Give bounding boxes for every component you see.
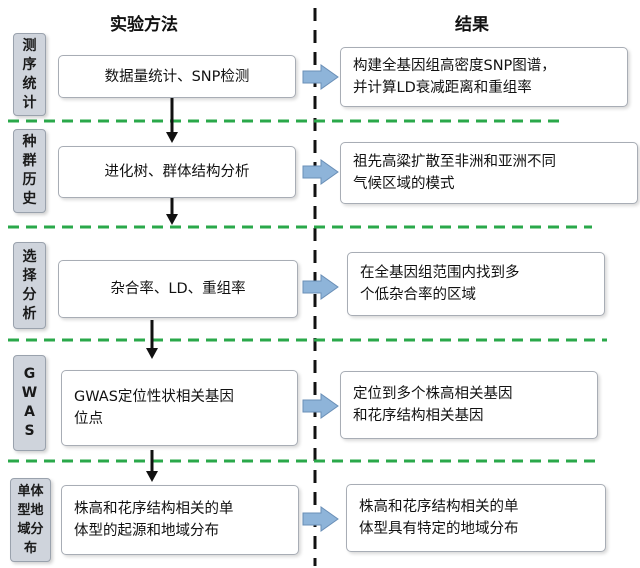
right-arrow-3 bbox=[302, 274, 339, 300]
down-arrow-1 bbox=[166, 98, 178, 143]
label-char: 型地 bbox=[17, 503, 44, 518]
result-text-line: 在全基因组范围内找到多 bbox=[360, 265, 520, 281]
label-char: 布 bbox=[23, 541, 37, 556]
result-text-line: 构建全基因组高密度SNP图谱， bbox=[353, 58, 556, 74]
result-text-line: 祖先高粱扩散至非洲和亚洲不同 bbox=[353, 154, 556, 170]
result-text-line: 和花序结构相关基因 bbox=[353, 408, 484, 424]
method-box-gwas: GWAS定位性状相关基因 位点 bbox=[61, 370, 298, 446]
right-arrow-5 bbox=[302, 506, 339, 532]
label-char: 析 bbox=[22, 305, 37, 322]
method-box-selection-analysis: 杂合率、LD、重组率 bbox=[58, 260, 298, 318]
method-text: 杂合率、LD、重组率 bbox=[110, 281, 246, 297]
method-text-line: GWAS定位性状相关基因 bbox=[74, 389, 234, 405]
row-label-haplotype-distribution: 单体 型地 域分 布 bbox=[10, 478, 51, 562]
result-text-line: 定位到多个株高相关基因 bbox=[353, 386, 513, 402]
result-text-line: 个低杂合率的区域 bbox=[360, 287, 476, 303]
row-label-gwas: G W A S bbox=[13, 355, 46, 451]
label-char: A bbox=[24, 404, 35, 420]
label-char: 分 bbox=[22, 286, 37, 303]
method-box-haplotype-distribution: 株高和花序结构相关的单 体型的起源和地域分布 bbox=[61, 485, 299, 555]
label-char: 测 bbox=[22, 37, 37, 54]
down-arrow-4 bbox=[146, 450, 158, 482]
label-char: W bbox=[21, 385, 38, 401]
label-char: G bbox=[23, 366, 36, 382]
result-text-line: 并计算LD衰减距离和重组率 bbox=[353, 80, 532, 96]
label-char: 序 bbox=[22, 56, 37, 73]
result-text-line: 株高和花序结构相关的单 bbox=[359, 499, 519, 515]
label-char: 择 bbox=[22, 267, 37, 284]
method-column-header: 实验方法 bbox=[110, 15, 178, 35]
label-char: 计 bbox=[22, 94, 37, 111]
label-char: 群 bbox=[22, 153, 37, 169]
label-char: 单体 bbox=[17, 484, 44, 499]
result-box-haplotype-distribution: 株高和花序结构相关的单 体型具有特定的地域分布 bbox=[346, 484, 606, 552]
label-char: 域分 bbox=[17, 522, 44, 537]
label-char: 种 bbox=[22, 134, 37, 150]
label-char: 统 bbox=[22, 75, 37, 92]
result-box-gwas: 定位到多个株高相关基因 和花序结构相关基因 bbox=[340, 371, 598, 439]
label-char: 史 bbox=[22, 191, 37, 207]
down-arrow-2 bbox=[166, 198, 178, 225]
right-arrow-1 bbox=[302, 64, 339, 90]
result-column-header: 结果 bbox=[455, 15, 489, 35]
result-box-sequencing-stats: 构建全基因组高密度SNP图谱， 并计算LD衰减距离和重组率 bbox=[340, 47, 628, 107]
row-label-selection-analysis: 选 择 分 析 bbox=[13, 242, 46, 329]
result-box-selection-analysis: 在全基因组范围内找到多 个低杂合率的区域 bbox=[347, 252, 605, 316]
right-arrow-2 bbox=[302, 159, 339, 185]
result-text-line: 气候区域的模式 bbox=[353, 176, 455, 192]
method-text-line: 位点 bbox=[74, 411, 103, 427]
right-arrow-4 bbox=[302, 393, 339, 419]
row-label-sequencing-stats: 测 序 统 计 bbox=[13, 33, 46, 116]
method-text: 进化树、群体结构分析 bbox=[104, 164, 250, 180]
method-box-sequencing-stats: 数据量统计、SNP检测 bbox=[58, 55, 296, 98]
down-arrow-3 bbox=[146, 320, 158, 359]
result-box-population-history: 祖先高粱扩散至非洲和亚洲不同 气候区域的模式 bbox=[340, 142, 638, 204]
row-label-population-history: 种 群 历 史 bbox=[13, 129, 46, 213]
label-char: 历 bbox=[22, 172, 37, 188]
label-char: 选 bbox=[22, 248, 37, 265]
method-text-line: 株高和花序结构相关的单 bbox=[74, 501, 234, 517]
method-box-population-history: 进化树、群体结构分析 bbox=[58, 146, 296, 198]
method-text-line: 体型的起源和地域分布 bbox=[74, 523, 219, 539]
label-char: S bbox=[24, 423, 35, 439]
method-text: 数据量统计、SNP检测 bbox=[104, 68, 250, 85]
result-text-line: 体型具有特定的地域分布 bbox=[359, 521, 519, 537]
